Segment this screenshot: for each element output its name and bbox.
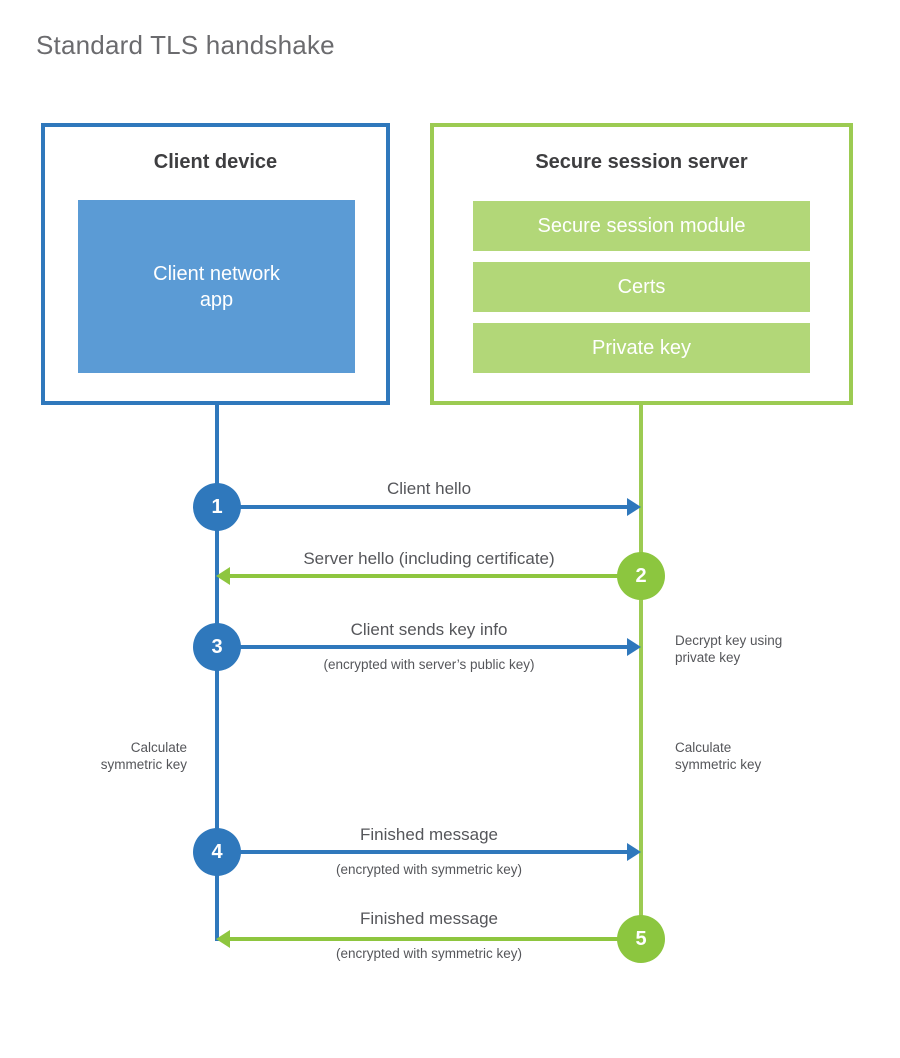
server-module-certs: Certs: [473, 262, 810, 312]
message-4-label: Finished message: [360, 825, 498, 844]
client-network-app-box: Client network app: [78, 200, 355, 373]
step-1-badge: 1: [193, 483, 241, 531]
message-2-label: Server hello (including certificate): [303, 549, 555, 568]
step-4-badge: 4: [193, 828, 241, 876]
message-2-arrow-line: [230, 574, 641, 578]
message-4-sublabel: (encrypted with symmetric key): [335, 862, 523, 877]
message-5-label: Finished message: [360, 909, 498, 928]
message-5-arrowhead-icon: [216, 930, 230, 948]
message-3-label: Client sends key info: [350, 620, 508, 639]
server-title: Secure session server: [535, 151, 748, 173]
message-3-arrow-line: [217, 645, 628, 649]
message-3-sublabel: (encrypted with server’s public key): [323, 657, 535, 672]
server-module-secure-session: Secure session module: [473, 201, 810, 251]
message-4-arrowhead-icon: [627, 843, 641, 861]
message-1-arrowhead-icon: [627, 498, 641, 516]
step-3-badge: 3: [193, 623, 241, 671]
note-decrypt-key: Decrypt key using private key: [675, 633, 783, 665]
message-5-sublabel: (encrypted with symmetric key): [335, 946, 523, 961]
note-calculate-symmetric-left: Calculate symmetric key: [100, 740, 187, 772]
message-3-arrowhead-icon: [627, 638, 641, 656]
client-network-app-label: Client network app: [153, 262, 280, 311]
note-calculate-symmetric-right: Calculate symmetric key: [675, 740, 762, 772]
page-title: Standard TLS handshake: [36, 30, 335, 60]
message-5-arrow-line: [230, 937, 641, 941]
server-module-private-key: Private key: [473, 323, 810, 373]
client-lifeline: [215, 405, 219, 941]
server-box: Secure session server Secure session mod…: [430, 123, 853, 405]
client-device-box: Client device Client network app: [41, 123, 390, 405]
message-1-arrow-line: [217, 505, 628, 509]
step-2-badge: 2: [617, 552, 665, 600]
server-lifeline: [639, 405, 643, 939]
step-5-badge: 5: [617, 915, 665, 963]
message-4-arrow-line: [217, 850, 628, 854]
client-device-title: Client device: [153, 151, 278, 173]
message-1-label: Client hello: [386, 479, 472, 498]
message-2-arrowhead-icon: [216, 567, 230, 585]
